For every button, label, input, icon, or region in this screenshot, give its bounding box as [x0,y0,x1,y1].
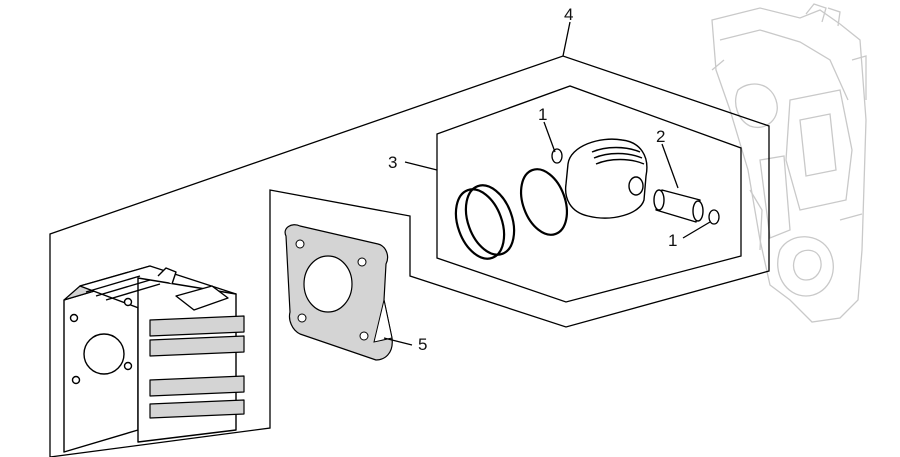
callout-1-top: 1 [538,105,547,124]
callout-2: 2 [656,127,665,146]
piston-rings [454,168,569,260]
leader-lines [383,21,711,346]
assembly-outline-4 [49,55,770,457]
head-gasket-5 [284,224,393,361]
callout-4: 4 [564,5,573,24]
cylinder [63,265,245,453]
callout-5: 5 [418,335,427,354]
wrist-pin [653,189,704,223]
circlip-bottom [708,209,720,225]
piston [564,138,648,219]
circlip-top [551,148,563,164]
engine-block-ghost [711,3,867,323]
callout-3: 3 [388,153,397,172]
callout-1-bottom: 1 [668,231,677,250]
piston-kit-outline-3 [436,85,742,303]
